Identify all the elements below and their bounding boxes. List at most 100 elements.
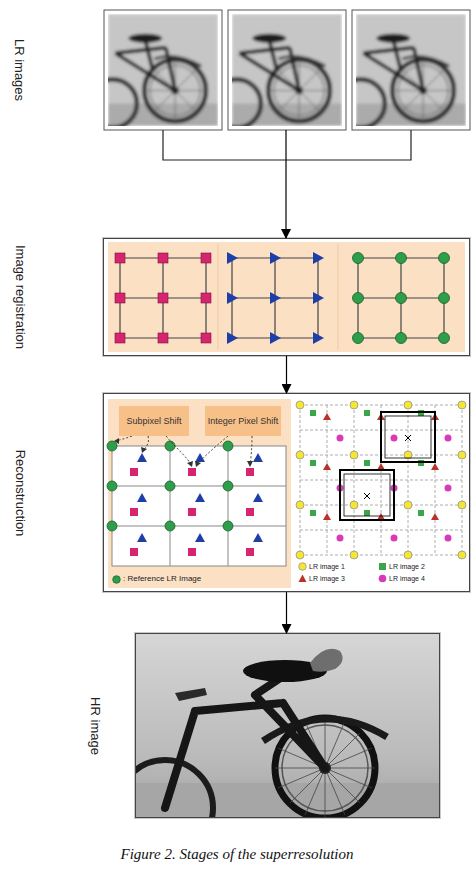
registration-grids-part-part bbox=[201, 293, 211, 303]
reconstruction-right-panel-part-part bbox=[385, 416, 431, 458]
registration-grids-part-part bbox=[270, 332, 281, 344]
registration-grids-part bbox=[115, 253, 211, 343]
reconstruction-left-panel-part bbox=[108, 399, 291, 588]
reconstruction-left-panel-part-part bbox=[247, 461, 253, 467]
reconstruction-right-panel-part-part bbox=[310, 510, 316, 516]
registration-grids-part bbox=[108, 242, 465, 352]
merge-lines bbox=[163, 130, 411, 160]
reconstruction-right-panel-part-part bbox=[458, 551, 466, 559]
reconstruction-left-panel-part-part bbox=[137, 493, 147, 502]
reconstruction-right-panel-part-part bbox=[445, 535, 452, 542]
reconstruction-right-panel-part-part bbox=[391, 435, 398, 442]
reconstruction-right-panel-part-part bbox=[350, 501, 358, 509]
stage-label: LR images bbox=[12, 39, 27, 101]
reconstruction-left-panel-part bbox=[116, 436, 252, 466]
registration-grids-part bbox=[232, 258, 318, 338]
legend-item: LR image 4 bbox=[378, 574, 425, 583]
hr-image-part-part bbox=[165, 675, 325, 808]
reconstruction-right-panel-part bbox=[296, 401, 466, 559]
legend-text: LR image 2 bbox=[389, 562, 425, 571]
reconstruction-left-panel-part-part bbox=[130, 548, 138, 556]
reconstruction-right-panel-part-part bbox=[391, 535, 398, 542]
reconstruction-left-panel-part bbox=[107, 441, 233, 531]
reconstruction-left-panel-part bbox=[112, 446, 286, 566]
reconstruction-right-panel-part-part bbox=[323, 513, 331, 520]
flow-arrow bbox=[286, 356, 287, 393]
reconstruction-right-panel-part-part bbox=[377, 513, 385, 520]
reconstruction-left-panel-part-part bbox=[166, 436, 192, 466]
reconstruction-right-panel-part bbox=[323, 413, 439, 520]
flow-arrow bbox=[285, 130, 286, 238]
reconstruction-right-panel-part-part bbox=[323, 463, 331, 470]
reconstruction-left-panel-part-part bbox=[253, 493, 263, 502]
reconstruction-right-panel-part-part bbox=[364, 510, 370, 516]
legend-swatch bbox=[298, 562, 307, 571]
reconstruction-right-panel-part-part bbox=[404, 401, 412, 409]
reconstruction-left-panel-part bbox=[114, 438, 253, 467]
stage-label: Image registration bbox=[13, 245, 28, 349]
stage-label: HR image bbox=[88, 697, 103, 755]
reconstruction-right-panel-part-part bbox=[296, 451, 304, 459]
reconstruction-left-panel-part bbox=[130, 468, 254, 556]
registration-grids-part-part bbox=[439, 253, 450, 264]
reconstruction-right-panel-part-part bbox=[364, 410, 370, 416]
lr-image-frames-part bbox=[88, 14, 218, 128]
registration-grids-part-part bbox=[115, 293, 125, 303]
reconstruction-left-panel-part-part bbox=[130, 508, 138, 516]
registration-grids-part-part bbox=[201, 333, 211, 343]
reconstruction-right-panel-part-part bbox=[337, 535, 344, 542]
reconstruction-left-panel-part-part bbox=[141, 447, 147, 453]
registration-grids-part-part bbox=[115, 333, 125, 343]
registration-grids-part-part bbox=[439, 333, 450, 344]
registration-grids-part-part bbox=[396, 293, 407, 304]
registration-grids-part-part bbox=[158, 333, 168, 343]
registration-grids-part bbox=[218, 244, 338, 350]
reconstruction-left-panel-part-part bbox=[223, 441, 233, 451]
registration-grids-part-part bbox=[396, 333, 407, 344]
hr-image bbox=[117, 633, 440, 856]
reconstruction-right-panel-part-part bbox=[381, 412, 435, 462]
shift-box: Integer Pixel Shift bbox=[205, 406, 281, 436]
registration-grids-part-part bbox=[353, 293, 364, 304]
legend-item: : Reference LR Image bbox=[112, 574, 201, 584]
reconstruction-right-panel-part-part bbox=[445, 485, 452, 492]
box-label: Integer Pixel Shift bbox=[208, 416, 279, 426]
hr-image-part bbox=[117, 633, 440, 856]
reconstruction-left-panel-part-part bbox=[137, 453, 147, 462]
reconstruction-left-panel-part-part bbox=[130, 468, 138, 476]
registration-grids-part-part bbox=[227, 252, 238, 264]
reconstruction-left-panel-part-part bbox=[188, 548, 196, 556]
registration-grids-part-part bbox=[313, 252, 324, 264]
reconstruction-right-panel-part-part bbox=[323, 413, 331, 420]
registration-grids-part bbox=[120, 258, 206, 338]
registration-grids-part-part bbox=[227, 292, 238, 304]
reconstruction-left-panel-part bbox=[112, 446, 286, 566]
reconstruction-right-panel-part-part bbox=[337, 435, 344, 442]
lr-image-frames-part bbox=[336, 14, 466, 128]
reconstruction-left-panel-part-part bbox=[107, 481, 117, 491]
reconstruction-left-panel-part-part bbox=[165, 441, 175, 451]
legend-symbol bbox=[113, 575, 121, 583]
hr-image-box: HR image bbox=[135, 633, 440, 818]
reconstruction-right-panel-part-part bbox=[350, 451, 358, 459]
registration-grids-part-part bbox=[439, 293, 450, 304]
reconstruction-left-panel-part-part bbox=[195, 493, 205, 502]
reconstruction-right-panel-part-part bbox=[404, 501, 412, 509]
shift-box: Subpixel Shift bbox=[119, 406, 189, 436]
registration-grids-part bbox=[353, 253, 450, 344]
lr-image-group: LR images bbox=[100, 10, 472, 130]
reconstruction-left-panel-part-part bbox=[223, 481, 233, 491]
reconstruction-left-panel-part-part bbox=[223, 521, 233, 531]
reconstruction-left-panel-part-part bbox=[196, 436, 228, 466]
reconstruction-right-panel-part-part bbox=[364, 435, 411, 499]
reconstruction-right-panel-part-part bbox=[458, 451, 466, 459]
legend-text: LR image 1 bbox=[309, 562, 345, 571]
reconstruction-left-panel-part-part bbox=[253, 453, 263, 462]
reconstruction-right-panel-part-part bbox=[350, 401, 358, 409]
legend-swatch bbox=[298, 574, 307, 583]
registration-grids-part-part bbox=[270, 252, 281, 264]
reconstruction-right-panel-part-part bbox=[458, 501, 466, 509]
merge-lines-part bbox=[163, 130, 411, 160]
